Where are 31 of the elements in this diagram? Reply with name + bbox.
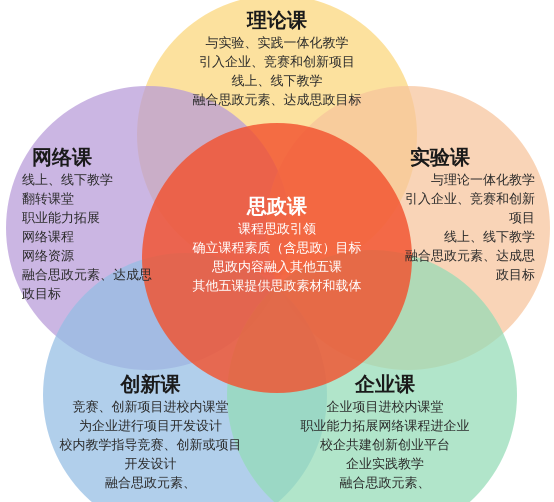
course-item: 职业能力拓展: [22, 210, 101, 228]
course-item: 网络课程: [22, 229, 75, 247]
course-title: 实验课: [409, 144, 471, 171]
course-title: 思政课: [246, 193, 308, 220]
course-item: 引入企业、竞赛和创新项目: [198, 54, 356, 72]
course-item: 校内教学指导竞赛、创新或项目开发设计: [58, 437, 242, 474]
course-item: 翻转课堂: [22, 191, 75, 209]
course-title: 理论课: [246, 7, 308, 34]
course-title: 创新课: [119, 371, 182, 398]
course-item: 为企业进行项目开发设计: [78, 418, 223, 436]
course-title: 企业课: [354, 371, 416, 398]
course-item: 与实验、实践一体化教学: [204, 35, 350, 53]
course-item: 融合思政元素、: [338, 475, 432, 493]
course-item: 企业实践教学: [345, 456, 425, 474]
course-item: 企业项目进校内课堂: [326, 399, 444, 417]
course-item: 确立课程素质（含思政）目标: [192, 240, 362, 258]
course-item: 线上、线下教学: [230, 73, 324, 91]
course-item: 课程思政引领: [237, 221, 317, 239]
course-title: 网络课: [31, 144, 93, 171]
course-item: 职业能力拓展网络课程进企业: [300, 418, 470, 436]
course-item: 其他五课提供思政素材和载体: [192, 278, 362, 296]
course-item: 与理论一体化教学: [430, 172, 535, 190]
course-item: 校企共建创新创业平台: [319, 437, 451, 455]
course-item: 线上、线下教学: [443, 229, 535, 247]
course-item: 引入企业、竞赛和创新项目: [404, 191, 535, 228]
course-item: 网络资源: [22, 248, 75, 266]
course-item: 融合思政元素、: [104, 475, 197, 493]
course-item: 线上、线下教学: [22, 172, 114, 190]
course-item: 融合思政元素、达成思政目标: [192, 92, 362, 110]
course-item: 竞赛、创新项目进校内课堂: [72, 399, 230, 417]
course-item: 思政内容融入其他五课: [211, 259, 343, 277]
